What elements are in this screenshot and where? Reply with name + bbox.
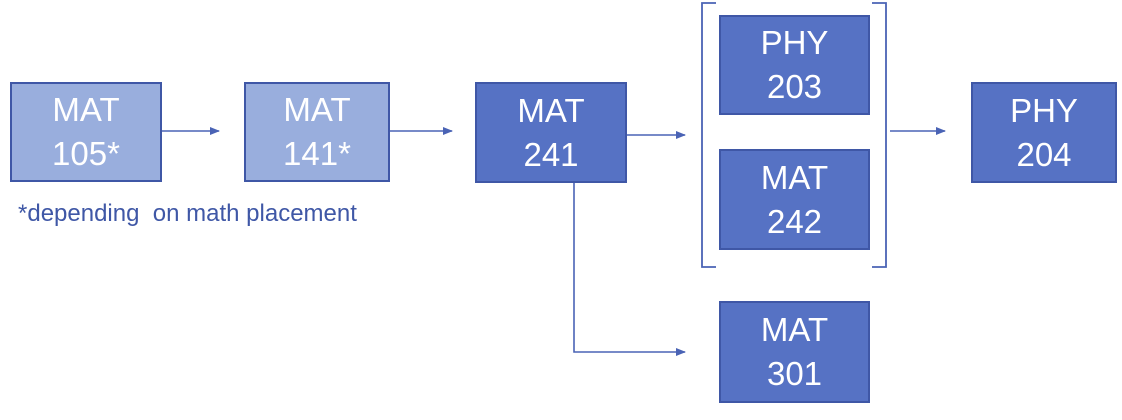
course-box-phy203: PHY 203: [719, 15, 870, 115]
course-box-mat301: MAT 301: [719, 301, 870, 403]
course-box-mat105: MAT 105*: [10, 82, 162, 182]
course-number: 141*: [283, 135, 351, 172]
course-box-mat242: MAT 242: [719, 149, 870, 250]
course-box-phy204: PHY 204: [971, 82, 1117, 183]
right-bracket: [872, 2, 887, 268]
course-subject: MAT: [517, 91, 585, 129]
course-number: 301: [766, 355, 823, 392]
course-box-mat141: MAT 141*: [244, 82, 390, 182]
course-subject: PHY: [760, 24, 829, 61]
course-number: 105*: [52, 135, 120, 172]
course-subject: MAT: [760, 158, 829, 196]
course-number: 203: [766, 68, 823, 105]
course-box-mat241: MAT 241: [475, 82, 627, 183]
course-number: 241: [523, 135, 579, 173]
course-number: 242: [766, 202, 823, 240]
course-subject: MAT: [283, 91, 351, 128]
arrow-241-to-301: [573, 183, 686, 356]
course-subject: MAT: [760, 311, 829, 348]
course-subject: PHY: [1010, 91, 1078, 129]
course-subject: MAT: [52, 91, 120, 128]
placement-footnote: *depending on math placement: [18, 200, 357, 227]
course-number: 204: [1016, 135, 1072, 173]
left-bracket: [701, 2, 716, 268]
